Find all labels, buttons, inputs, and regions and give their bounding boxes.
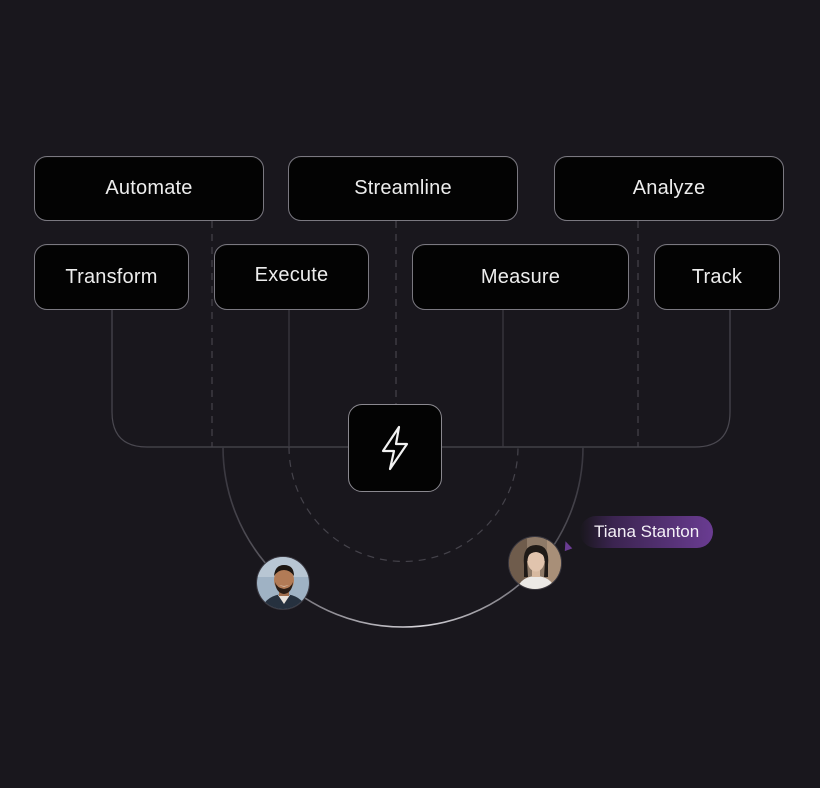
outer-arc — [222, 446, 584, 628]
hub-node[interactable] — [348, 404, 442, 492]
node-transform-label: Transform — [65, 265, 158, 288]
node-execute-label: Execute — [254, 263, 329, 286]
user-name-tag: Tiana Stanton — [580, 516, 714, 548]
node-track[interactable]: Track — [654, 244, 780, 310]
node-automate[interactable]: Automate — [34, 156, 264, 221]
lightning-bolt-icon — [381, 425, 409, 471]
node-streamline[interactable]: Streamline — [288, 156, 518, 221]
woman-avatar-icon — [509, 537, 561, 589]
man-avatar[interactable] — [256, 556, 310, 610]
man-avatar-icon — [257, 557, 309, 609]
woman-avatar[interactable] — [508, 536, 562, 590]
node-analyze-label: Analyze — [632, 177, 706, 199]
node-execute[interactable]: Execute — [214, 244, 369, 310]
node-track-label: Track — [691, 265, 743, 288]
node-analyze[interactable]: Analyze — [554, 156, 784, 221]
inner-dashed-arc — [288, 446, 519, 563]
node-transform[interactable]: Transform — [34, 244, 189, 310]
node-measure-label: Measure — [480, 265, 561, 288]
node-measure[interactable]: Measure — [412, 244, 629, 310]
node-streamline-label: Streamline — [354, 177, 452, 199]
user-name-label: Tiana Stanton — [594, 522, 700, 541]
node-automate-label: Automate — [105, 177, 193, 199]
